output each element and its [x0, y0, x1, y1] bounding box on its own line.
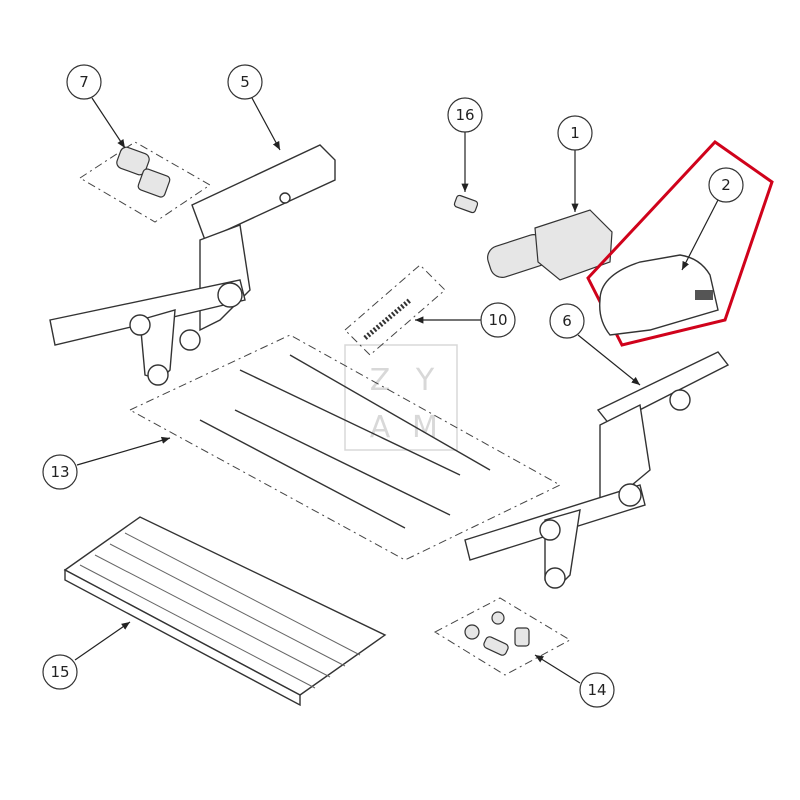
- svg-text:14: 14: [587, 681, 606, 699]
- svg-text:6: 6: [562, 312, 572, 330]
- svg-text:1: 1: [570, 124, 580, 142]
- part-15-step: [63, 516, 387, 707]
- part-7-brackets: [79, 141, 211, 223]
- callout-6: 6: [549, 303, 585, 339]
- leader-lines: [74, 97, 719, 684]
- callout-13: 13: [42, 454, 78, 490]
- svg-text:10: 10: [488, 311, 507, 329]
- part-1-motor: [487, 209, 613, 281]
- svg-text:A: A: [370, 410, 391, 445]
- svg-text:13: 13: [50, 463, 69, 481]
- callout-15: 15: [42, 654, 78, 690]
- svg-text:15: 15: [50, 663, 69, 681]
- callout-16: 16: [447, 97, 483, 133]
- callout-1: 1: [557, 115, 593, 151]
- callout-14: 14: [579, 672, 615, 708]
- part-10-spring: [344, 264, 446, 356]
- callout-7: 7: [66, 64, 102, 100]
- svg-text:7: 7: [79, 73, 89, 91]
- svg-text:16: 16: [455, 106, 474, 124]
- svg-text:5: 5: [240, 73, 250, 91]
- callout-10: 10: [480, 302, 516, 338]
- part-6-right-arm: [464, 351, 730, 589]
- part-2-cover: [586, 140, 774, 347]
- part-14-pins: [433, 597, 572, 676]
- svg-text:Y: Y: [415, 363, 435, 398]
- part-16-screw: [453, 194, 479, 214]
- part-13-rods: [128, 334, 562, 561]
- part-5-left-arm: [49, 144, 336, 386]
- callout-2: 2: [708, 167, 744, 203]
- callout-5: 5: [227, 64, 263, 100]
- svg-text:2: 2: [721, 176, 731, 194]
- svg-text:Z: Z: [370, 363, 391, 398]
